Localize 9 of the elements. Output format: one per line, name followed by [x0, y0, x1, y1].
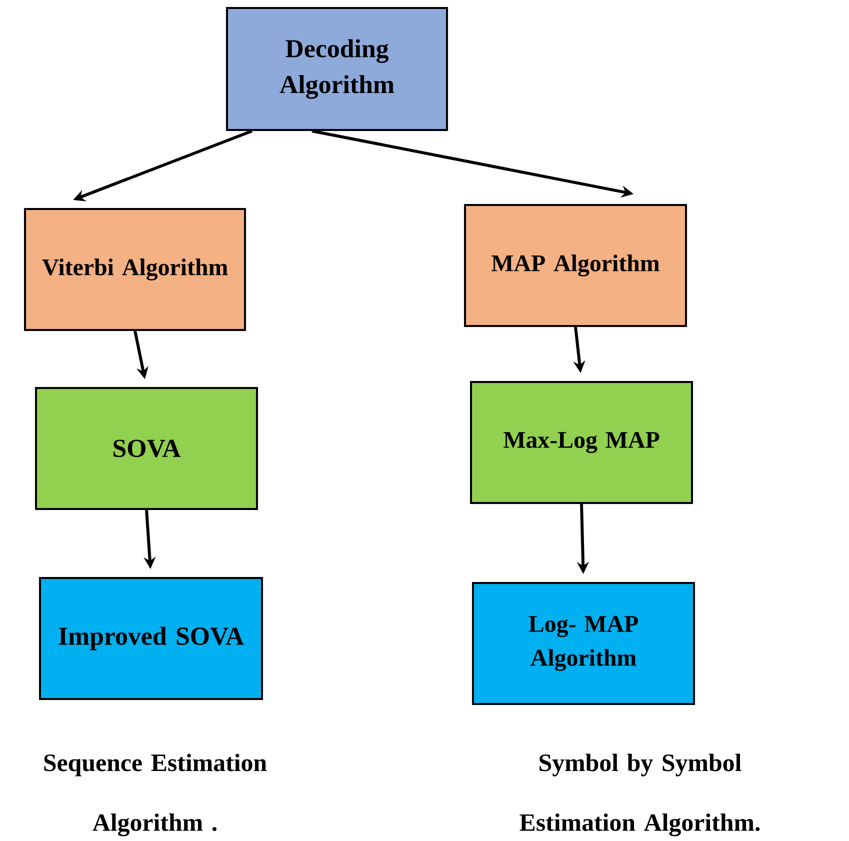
process-box: Improved SOVA	[39, 576, 263, 700]
process-box: SOVA	[35, 386, 258, 510]
process-box: Log- MAP Algorithm	[472, 582, 695, 705]
process-box: Max-Log MAP	[470, 380, 693, 504]
process-box: MAP Algorithm	[464, 204, 687, 327]
caption-text: Symbol by Symbol Estimation Algorithm.	[520, 754, 760, 836]
process-box: Viterbi Algorithm	[24, 208, 246, 331]
process-box: Decoding Algorithm	[226, 7, 448, 131]
caption-text: Sequence Estimation Algorithm .	[44, 754, 267, 836]
